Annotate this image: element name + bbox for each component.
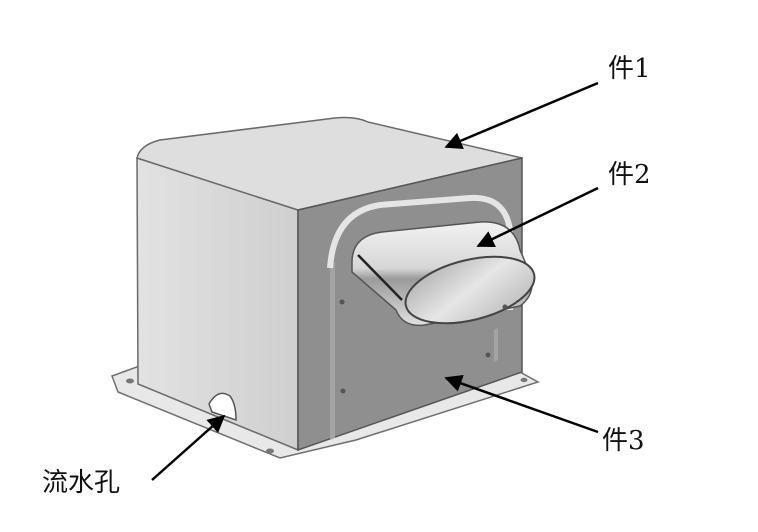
front-screw-3 — [485, 352, 491, 358]
front-screw-2 — [340, 388, 346, 394]
pipe-reflection — [357, 254, 403, 301]
label-part2: 件2 — [608, 160, 651, 190]
front-panel-right-edge — [494, 328, 498, 362]
pipe-opening-frame — [327, 194, 513, 310]
leader-part3 — [444, 375, 599, 434]
label-drain-hole: 流水孔 — [42, 468, 121, 498]
front-screw-4 — [502, 304, 508, 310]
front-panel-edge — [330, 262, 335, 440]
leader-part1 — [444, 81, 599, 149]
flange-screw-left — [126, 378, 134, 384]
leader-part2 — [476, 186, 599, 248]
leader-drain-hole — [151, 414, 226, 481]
box-top-face — [136, 116, 523, 211]
flange-screw-front — [266, 448, 274, 454]
drain-hole — [208, 392, 237, 422]
flange-screw-right — [520, 377, 528, 383]
pipe-mouth — [404, 255, 536, 325]
label-part3: 件3 — [602, 426, 645, 456]
front-screw-1 — [339, 299, 345, 305]
label-part1: 件1 — [608, 54, 651, 84]
